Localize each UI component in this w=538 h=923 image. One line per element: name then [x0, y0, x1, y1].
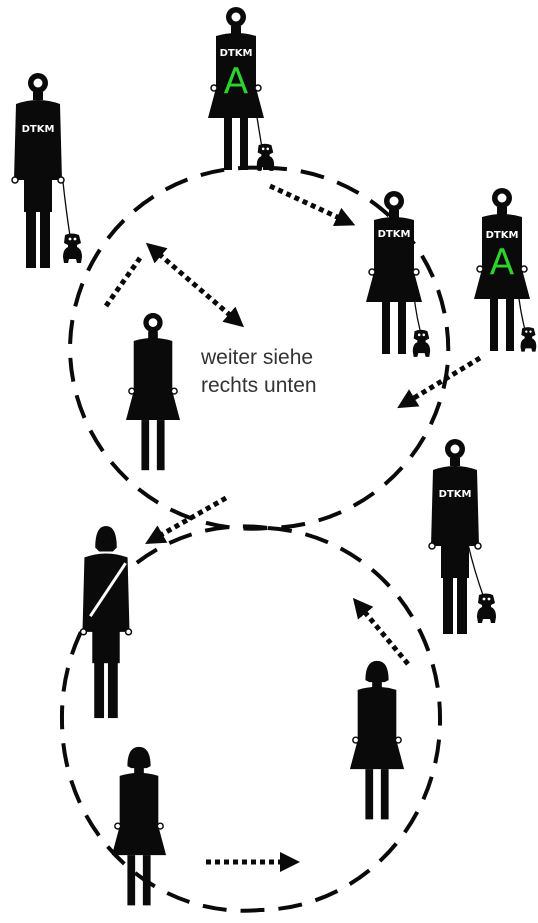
dog-icon: [63, 233, 82, 263]
upper-dashed-circle: [67, 165, 451, 531]
handler-right-lower-dtkm-label: DTKM: [439, 489, 472, 500]
handler-right-lower: DTKM: [428, 438, 496, 635]
dog-icon: [412, 329, 431, 357]
handler-left-dtkm-label: DTKM: [22, 124, 55, 135]
handler-right-mid-dtkm-label: DTKM: [378, 229, 411, 240]
arrow-diagonal-double: [145, 242, 245, 328]
person-bottom-left: [111, 746, 167, 907]
judge-a-top: DTKM A: [207, 6, 275, 171]
arrow-top-to-right: [268, 183, 356, 227]
leashes: [62, 97, 526, 599]
note-text: weiter siehe rechts unten: [200, 346, 317, 397]
cyclist-left: [78, 526, 134, 720]
arrow-inner-left: [103, 256, 143, 308]
handler-right-mid: DTKM: [365, 190, 431, 357]
judge-a-right-letter: A: [490, 242, 515, 283]
handler-left: DTKM: [11, 72, 82, 269]
person-inner-upper: [125, 312, 181, 471]
judge-a-right-dtkm-label: DTKM: [486, 230, 519, 241]
movement-arrows: [103, 183, 482, 872]
dog-icon: [256, 143, 275, 171]
note-line-2: rechts unten: [201, 374, 317, 397]
arrow-lower-right-up: [352, 597, 410, 666]
judge-a-right: DTKM A: [473, 187, 537, 352]
dog-icon: [477, 593, 496, 623]
person-right-lower: [349, 660, 405, 821]
dog-icon: [520, 327, 537, 352]
judge-a-top-dtkm-label: DTKM: [220, 48, 253, 59]
judge-a-top-letter: A: [224, 61, 249, 102]
note-line-1: weiter siehe: [200, 346, 313, 369]
arrow-right-to-center: [397, 355, 482, 409]
